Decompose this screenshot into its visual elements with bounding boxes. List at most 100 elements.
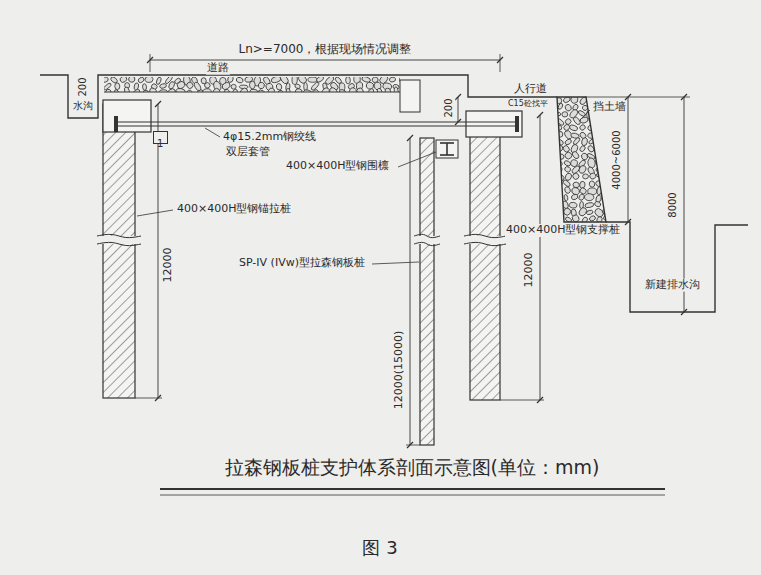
annotation-label: 新建排水沟 <box>644 279 701 292</box>
section-drawing <box>40 54 748 495</box>
stone <box>554 195 562 203</box>
stone <box>376 88 383 92</box>
stone <box>286 88 291 92</box>
break-symbol <box>97 234 141 237</box>
leader-line <box>582 110 590 118</box>
extension-line <box>135 398 162 399</box>
break-symbol <box>464 234 506 237</box>
stone <box>564 151 573 160</box>
stone <box>562 111 568 117</box>
steel-strand <box>118 125 515 126</box>
stone <box>239 87 249 92</box>
stone <box>584 193 594 200</box>
extension-line <box>500 54 501 72</box>
stone <box>320 86 331 92</box>
stone <box>149 87 158 92</box>
break-symbol <box>414 242 440 245</box>
dimension-tick <box>625 94 631 100</box>
stone <box>212 87 221 92</box>
stone <box>394 87 399 92</box>
stone <box>581 137 588 146</box>
h-section <box>446 143 448 155</box>
annotation-label: Ln>=7000，根据现场情况调整 <box>238 43 413 57</box>
dimension-text: 12000 <box>523 252 536 289</box>
annotation-label: 水沟 <box>72 100 94 112</box>
dimension-line <box>410 138 411 445</box>
road-edge-block <box>400 80 420 112</box>
stone <box>104 88 112 92</box>
steel-strand <box>118 121 515 122</box>
pile-cap <box>103 100 151 132</box>
stone <box>366 88 374 92</box>
stone <box>175 88 186 92</box>
anchor-plate <box>515 116 519 132</box>
dimension-tick <box>625 219 631 225</box>
stone <box>267 87 275 92</box>
stone <box>594 201 602 208</box>
stone <box>589 215 597 222</box>
stone <box>166 87 177 92</box>
annotation-label: C15砼找平 <box>507 99 549 108</box>
stone <box>564 194 569 201</box>
stone <box>104 77 109 83</box>
annotation-label: 400×400H型钢锚拉桩 <box>176 203 292 216</box>
stone <box>295 88 303 92</box>
annotation-label: 400×400H型钢围檩 <box>285 160 390 173</box>
retaining-wall <box>557 97 606 222</box>
dimension-text: 200 <box>443 97 455 118</box>
extension-line <box>150 54 151 72</box>
stone <box>236 77 244 84</box>
stone <box>349 87 357 92</box>
leader-line <box>137 210 173 216</box>
annotation-label: 4φ15.2mm钢绞线 <box>222 131 317 144</box>
pile-cap <box>466 111 522 137</box>
gravel-fill <box>553 94 614 223</box>
anchor-pile <box>103 104 135 398</box>
dimension-text: 12000 <box>162 247 175 284</box>
stone <box>586 210 594 216</box>
stone <box>232 88 239 92</box>
stone <box>579 116 588 124</box>
stone <box>115 83 120 90</box>
stone <box>603 125 611 133</box>
stone <box>579 145 586 153</box>
annotation-label: 双层套管 <box>225 146 271 159</box>
extension-line <box>406 445 420 446</box>
stone <box>604 145 611 154</box>
stone <box>292 77 298 85</box>
stone <box>605 180 611 187</box>
figure-title: 拉森钢板桩支护体系剖面示意图(单位：mm) <box>224 457 601 479</box>
stone <box>585 202 595 208</box>
stone <box>159 83 167 89</box>
dimension-tick <box>681 94 687 100</box>
dimension-tick <box>407 135 413 141</box>
dimension-text: 8000 <box>667 191 679 218</box>
title-underline <box>160 495 665 496</box>
stone <box>604 139 610 145</box>
dimension-tick <box>455 119 461 125</box>
stone <box>124 86 130 92</box>
leader-line <box>398 152 436 167</box>
stone <box>384 88 391 92</box>
stone <box>589 172 597 180</box>
stone <box>249 81 255 89</box>
stone <box>571 150 580 159</box>
stone <box>579 187 588 195</box>
stone <box>569 124 579 132</box>
stone <box>145 77 153 83</box>
stone <box>571 193 579 200</box>
extension-line <box>500 400 544 401</box>
anchor-plate <box>114 116 118 132</box>
leader-line <box>372 262 419 264</box>
extension-line <box>585 97 690 98</box>
stone <box>389 77 396 83</box>
stone <box>578 164 587 174</box>
break-symbol <box>464 242 506 245</box>
dimension-line <box>150 60 500 61</box>
stone <box>156 77 162 85</box>
dimension-line <box>628 97 629 222</box>
stone <box>564 103 572 112</box>
stone <box>604 159 611 166</box>
stone <box>168 81 176 90</box>
annotation-label: 人行道 <box>513 83 548 96</box>
